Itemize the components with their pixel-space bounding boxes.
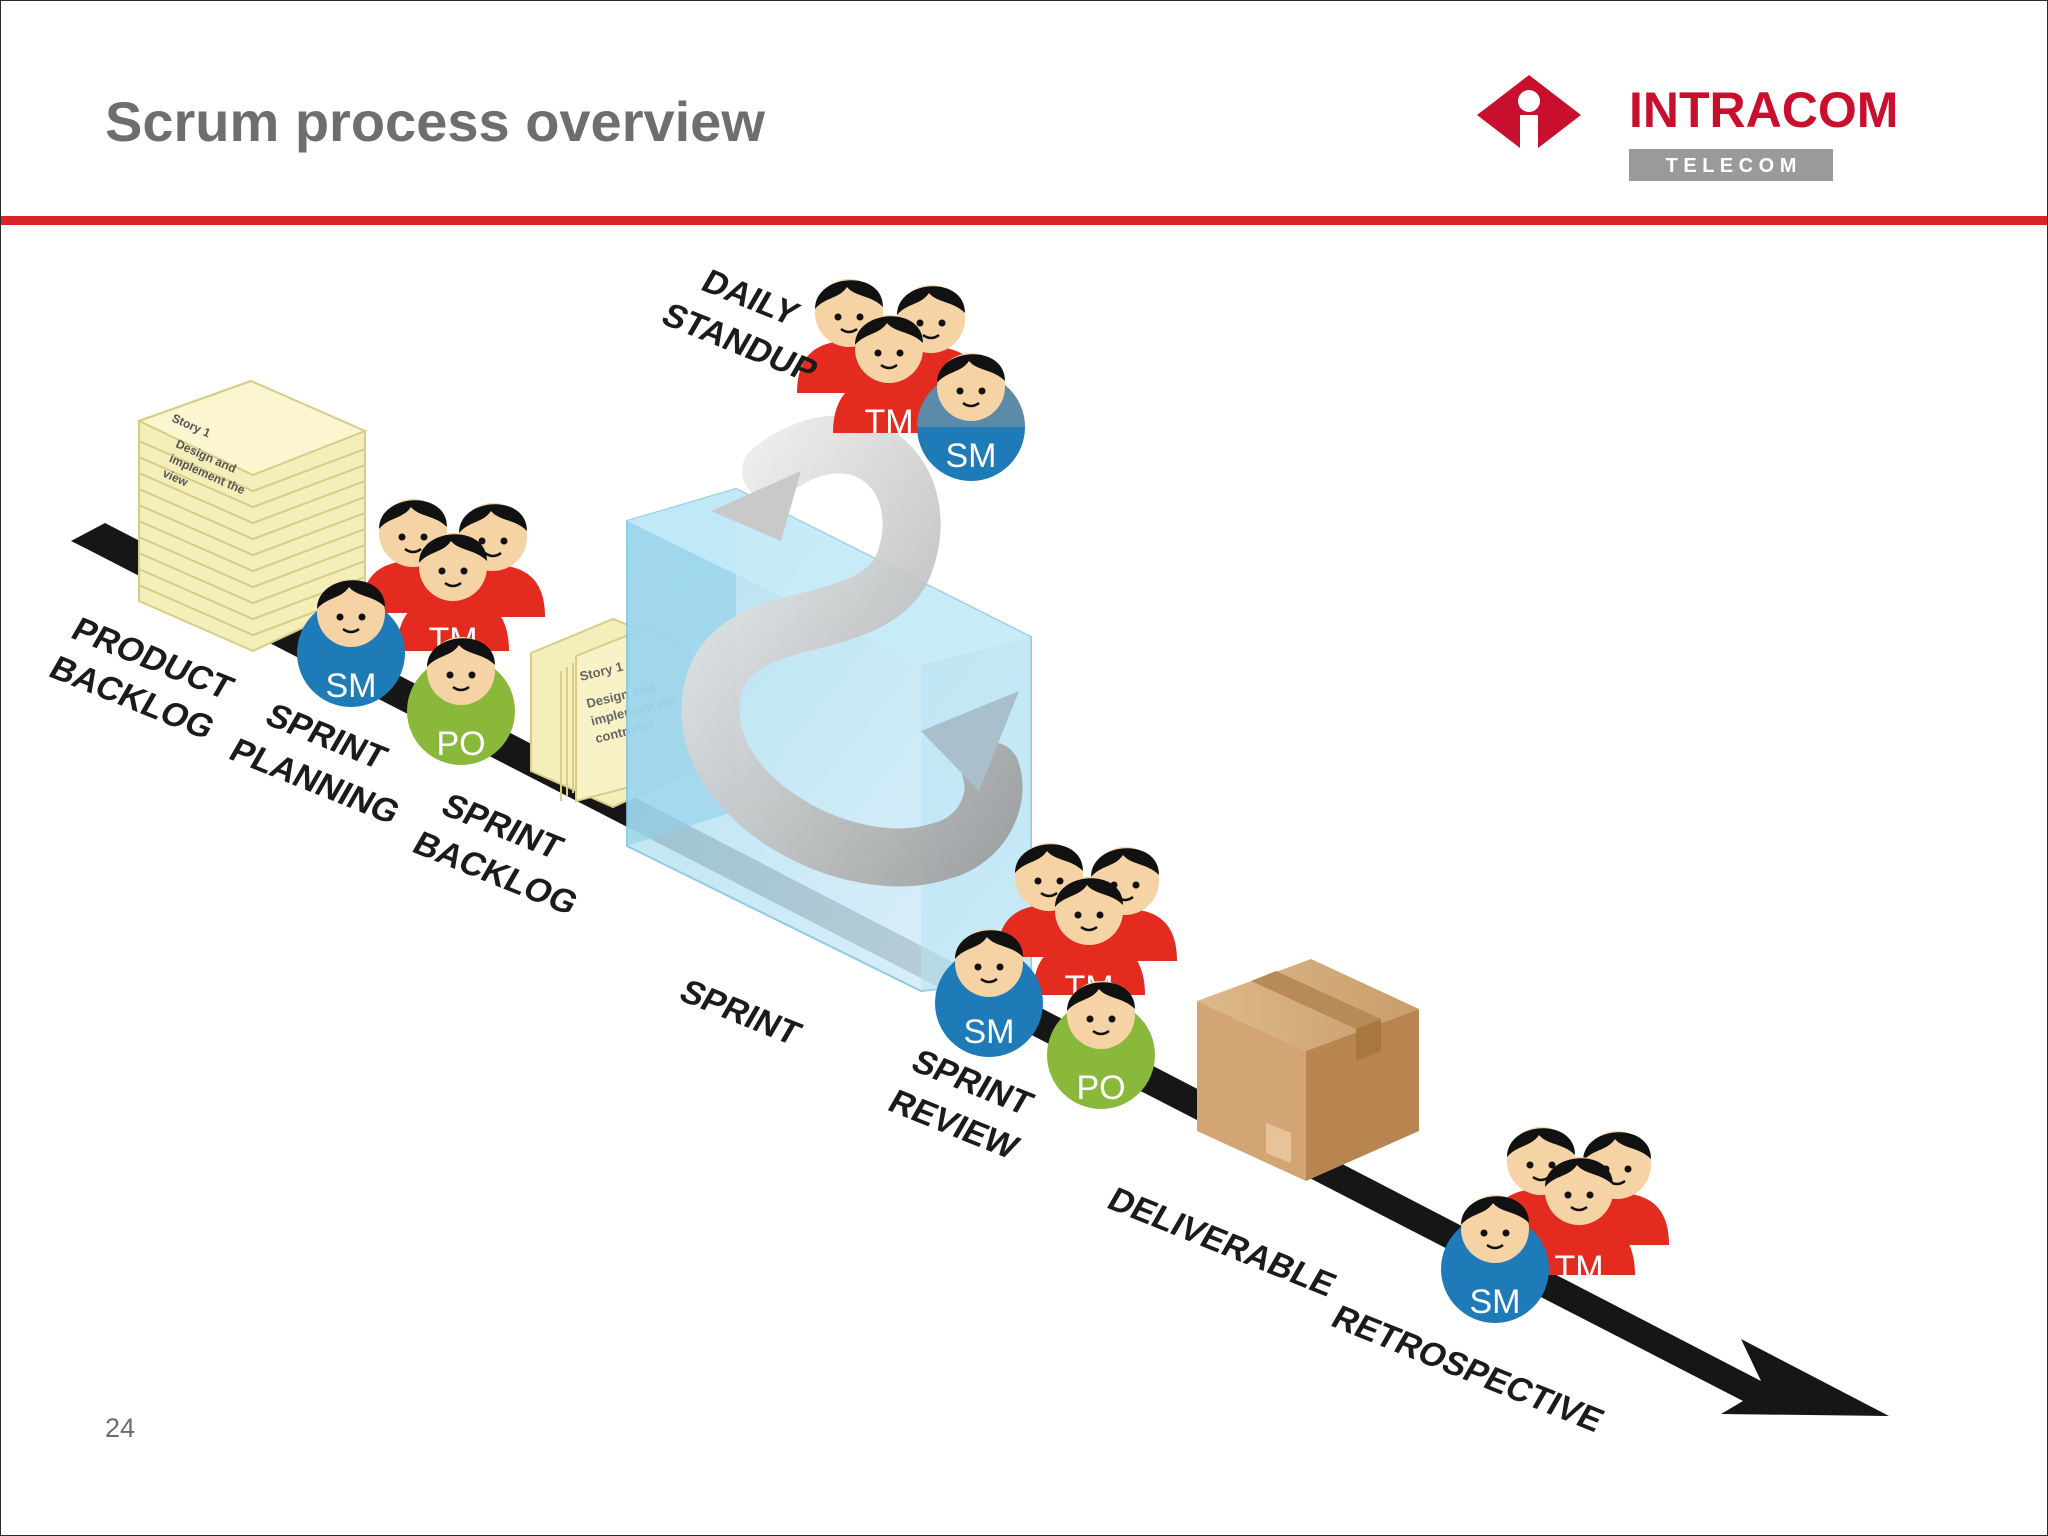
intracom-logo: INTRACOM T E L E C O M xyxy=(1477,75,1898,181)
label-sprint-backlog: SPRINT BACKLOG xyxy=(406,787,584,922)
logo-subtext: T E L E C O M xyxy=(1666,155,1797,177)
sm-badge: SM xyxy=(964,1013,1015,1051)
deliverable-box xyxy=(1197,959,1419,1181)
label-sprint-planning: SPRINT PLANNING xyxy=(223,697,407,832)
svg-text:SPRINT: SPRINT xyxy=(673,973,808,1053)
header-rule xyxy=(1,216,2047,225)
daily-standup-team: TM SM xyxy=(797,279,1025,481)
po-badge: PO xyxy=(436,725,485,763)
svg-text:DELIVERABLE: DELIVERABLE xyxy=(1101,1181,1342,1304)
sprint-cycle-arrow xyxy=(681,415,1023,887)
sprint-box xyxy=(626,415,1032,993)
sm-badge: SM xyxy=(1470,1283,1521,1321)
arrow-head-icon xyxy=(711,471,801,541)
tm-badge: TM xyxy=(864,403,913,441)
sm-badge: SM xyxy=(946,437,997,475)
logo-sub-bar xyxy=(1629,149,1833,181)
timeline-arrow xyxy=(71,523,1889,1416)
product-backlog-stack: Story 1 Design and implement the view xyxy=(136,379,368,653)
label-sprint: SPRINT xyxy=(673,973,808,1053)
sm-badge: SM xyxy=(326,667,377,705)
svg-text:RETROSPECTIVE: RETROSPECTIVE xyxy=(1325,1299,1610,1440)
retrospective-team: TM SM xyxy=(1441,1127,1669,1323)
sprint-planning-team: TM SM PO xyxy=(297,499,545,765)
tm-badge: TM xyxy=(1554,1249,1603,1287)
label-retrospective: RETROSPECTIVE xyxy=(1325,1299,1610,1440)
slide-title: Scrum process overview xyxy=(105,90,765,153)
label-sprint-review: SPRINT REVIEW xyxy=(882,1043,1040,1167)
arrow-head-icon xyxy=(921,691,1019,791)
logo-wordmark: INTRACOM xyxy=(1629,82,1898,138)
sprint-review-team: TM SM PO xyxy=(935,843,1177,1109)
po-badge: PO xyxy=(1076,1069,1125,1107)
label-deliverable: DELIVERABLE xyxy=(1101,1181,1342,1304)
page-number: 24 xyxy=(105,1413,136,1443)
